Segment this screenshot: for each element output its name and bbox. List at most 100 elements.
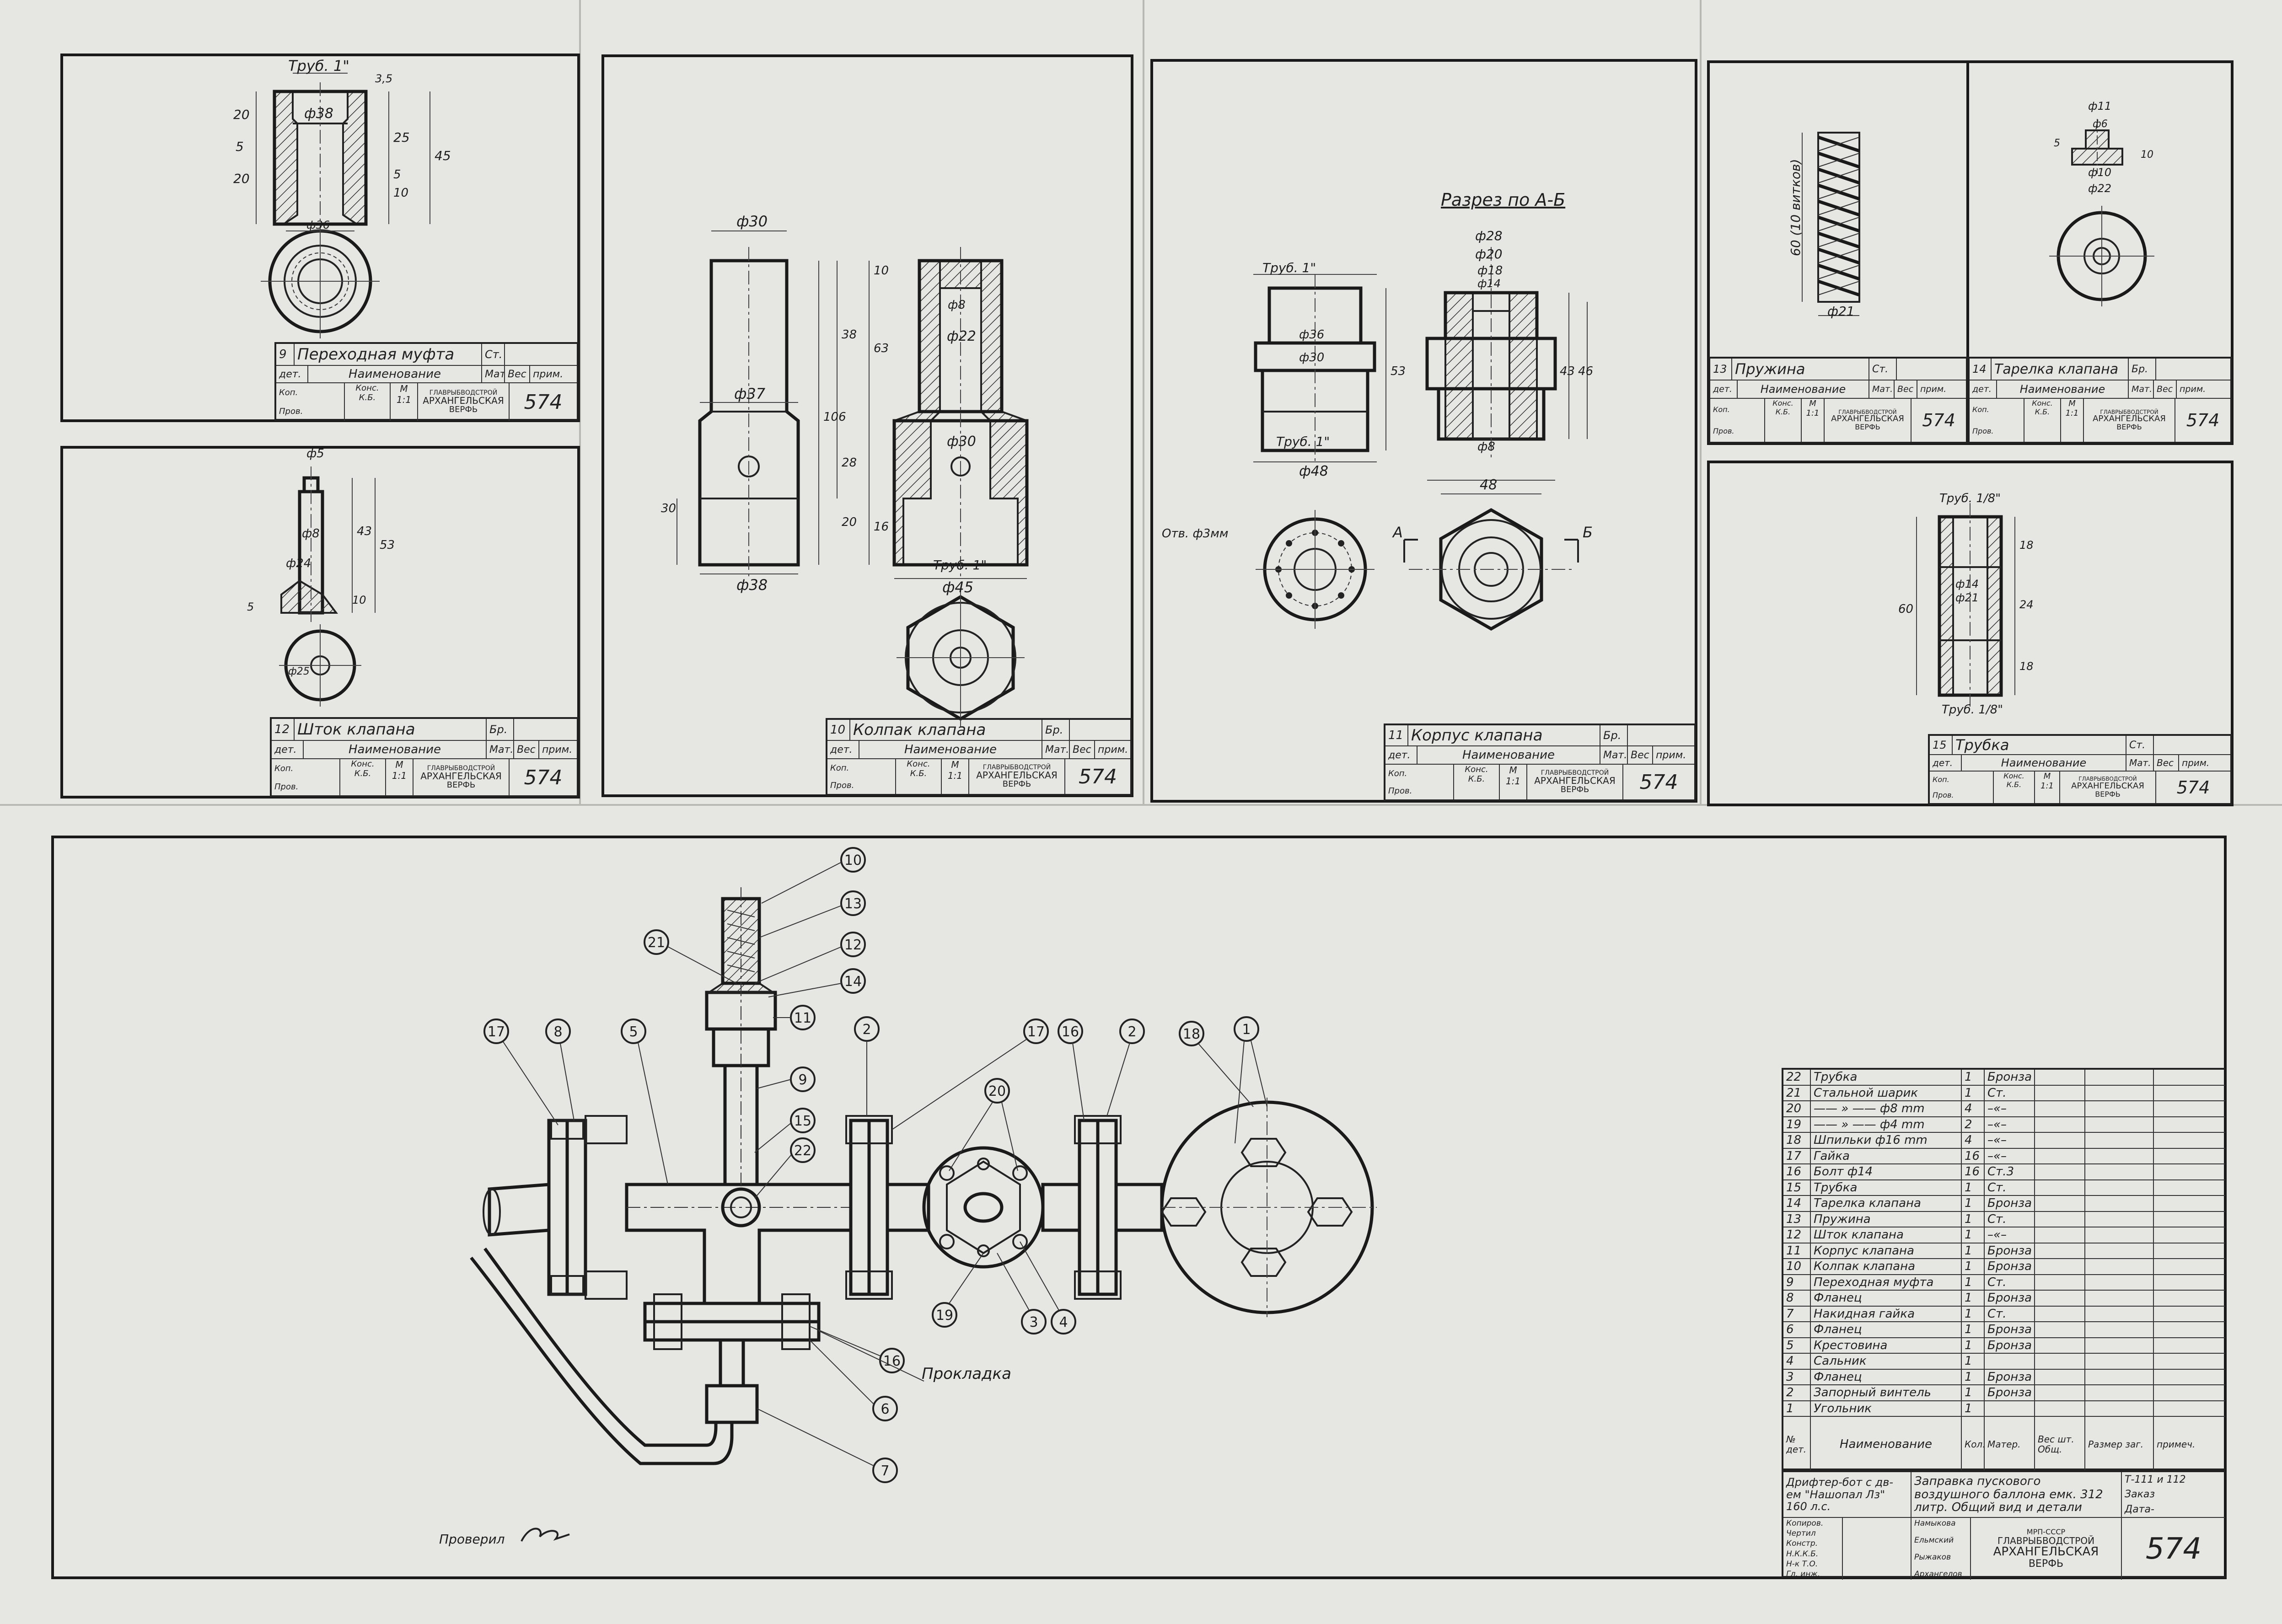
bom-note [2154,1101,2225,1116]
bom-material: Бронза [1985,1322,2035,1337]
bom-pos: 20 [1783,1101,1811,1116]
bom-size [2085,1101,2154,1116]
bom-note [2154,1070,2225,1085]
p11-dim-43: 43 [1560,364,1575,378]
role-drawn: Чертил [1786,1529,1816,1538]
bom-name: Фланец [1811,1291,1962,1306]
bom-note [2154,1322,2225,1337]
bom-size [2085,1385,2154,1400]
svg-text:17: 17 [488,1024,505,1040]
p10-dim-d45: ф45 [942,579,973,596]
tb-org-1: ГЛАВРЫБВОДСТРОЙ [429,389,498,397]
date-label: Дата- [2125,1504,2154,1516]
bom-weight [2035,1259,2085,1274]
tb-sheet-number: 574 [524,390,563,414]
tb-kop-label: Коп. [279,388,298,397]
p11-hole-note: Отв. ф3мм [1162,527,1228,541]
svg-text:16: 16 [883,1353,901,1369]
bom-size [2085,1148,2154,1163]
bom-note [2154,1133,2225,1148]
tb-part-number: 10 [827,720,850,740]
bom-pos: 22 [1783,1070,1811,1085]
bom-material: Ст.3 [1985,1164,2035,1179]
p11-section-title: Разрез по А-Б [1441,190,1565,210]
p11-dim-pipe-bottom: Труб. 1" [1276,434,1330,449]
tb-org-1: ГЛАВРЫБВОДСТРОЙ [2100,408,2159,415]
svg-text:14: 14 [844,974,862,990]
bom-material [1985,1354,2035,1369]
bom-note [2154,1354,2225,1369]
tb-kons-label: Конс. [351,759,375,769]
tb-prim-label: прим. [1656,749,1686,761]
tb-kb-label: К.Б. [2035,407,2050,416]
bom-weight [2035,1385,2085,1400]
bom-qty: 1 [1962,1259,1985,1274]
frame-part-9 [60,54,580,422]
tb-mat-label: Мат. [1600,746,1628,764]
p9-dim-d38: ф38 [304,106,333,122]
p9-dim-45: 45 [435,148,451,163]
tb-m-label: М [400,383,408,394]
bom-size [2085,1401,2154,1416]
bom-pos: 6 [1783,1322,1811,1337]
bom-note [2154,1196,2225,1211]
p10-dim-d30: ф30 [736,213,768,230]
tb-part-number: 11 [1385,725,1408,745]
bom-name: —— » —— ф8 mm [1811,1101,1962,1116]
bom-size [2085,1196,2154,1211]
tb-m-label: М [1509,765,1517,776]
svg-text:11: 11 [794,1010,811,1026]
frame-part-12 [60,446,580,799]
p11-dim-d48: ф48 [1299,463,1328,479]
bom-size [2085,1322,2154,1337]
tb-prim-label: прим. [2180,384,2206,394]
bom-qty: 1 [1962,1401,1985,1416]
tb-det-label: дет. [1385,746,1418,764]
tb-naim-label: Наименование [304,741,487,758]
tb-org-1: ГЛАВРЫБВОДСТРОЙ [1838,408,1897,415]
bom-weight [2035,1211,2085,1227]
bom-weight [2035,1291,2085,1306]
tb-kb-label: К.Б. [1775,407,1791,416]
tb-org-2: АРХАНГЕЛЬСКАЯ [2071,781,2144,791]
org-line-2: АРХАНГЕЛЬСКАЯ [1993,1545,2099,1559]
p11-dim-d18: ф18 [1477,264,1503,278]
bom-qty: 16 [1962,1148,1985,1163]
p15-dim-d21: ф21 [1955,591,1979,604]
bom-material: Ст. [1985,1275,2035,1290]
bom-name: Сальник [1811,1354,1962,1369]
bom-weight [2035,1401,2085,1416]
tb-org-3: ВЕРФЬ [449,405,478,415]
bom-material: –«– [1985,1117,2035,1132]
bom-size [2085,1354,2154,1369]
callouts: 10 13 12 14 21 11 9 15 22 17 8 5 2 17 20… [483,847,1267,1483]
tb-material: Бр. [1042,720,1070,740]
tb-kons-label: Конс. [907,759,930,769]
tb-org-3: ВЕРФЬ [2116,423,2142,432]
callout-22: 22 [754,1137,816,1199]
bom-size [2085,1275,2154,1290]
svg-text:4: 4 [1059,1314,1068,1330]
svg-text:12: 12 [844,937,862,953]
bom-name: Пружина [1811,1211,1962,1227]
bom-name: Болт ф14 [1811,1164,1962,1179]
p9-dim-5: 5 [236,139,244,154]
bom-qty: 1 [1962,1369,1985,1384]
part-13-drawing [1802,132,1860,316]
tb-part-number: 15 [1930,736,1953,754]
bom-size [2085,1338,2154,1353]
svg-text:7: 7 [881,1463,889,1479]
bom-weight [2035,1148,2085,1163]
bom-material: Бронза [1985,1369,2035,1384]
bom-note [2154,1243,2225,1259]
p13-dim-d21: ф21 [1827,304,1855,319]
title-block-part-9: 9 Переходная муфта Ст. дет. Наименование… [274,342,579,421]
callout-17-left: 17 [483,1018,558,1126]
p12-dim-d5: ф5 [306,447,324,461]
svg-text:10: 10 [844,852,862,868]
bom-name: Корпус клапана [1811,1243,1962,1258]
name-2: Ельмский [1914,1536,1954,1545]
